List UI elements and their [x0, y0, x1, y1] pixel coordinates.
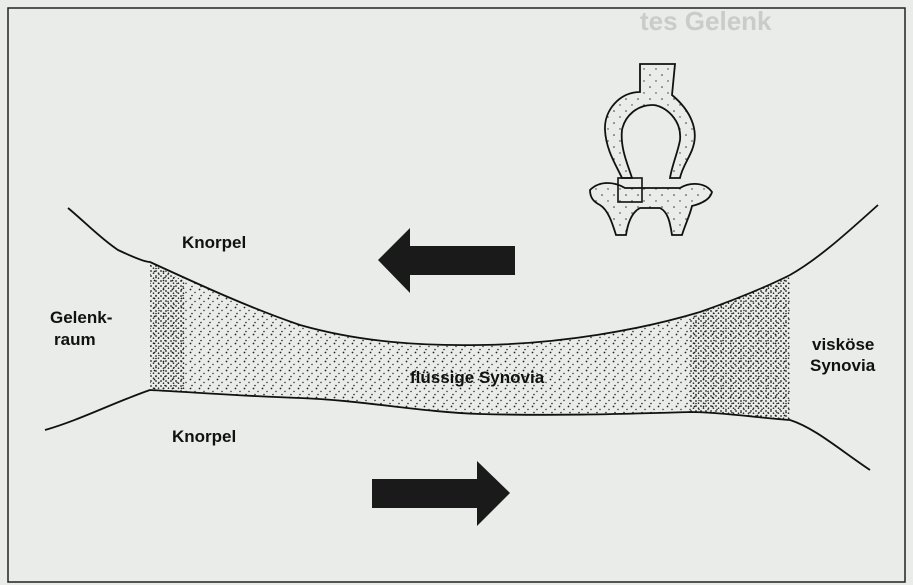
label-fluid-synovia: flüssige Synovia — [410, 368, 545, 387]
header-fragment: tes Gelenk — [640, 6, 772, 36]
label-top-cartilage: Knorpel — [182, 233, 246, 252]
label-viscous-synovia-line2: Synovia — [810, 356, 876, 375]
label-bottom-cartilage: Knorpel — [172, 427, 236, 446]
label-joint-space-line2: raum — [54, 330, 96, 349]
synovia-dense-left — [150, 262, 185, 392]
label-joint-space-line1: Gelenk- — [50, 308, 112, 327]
label-viscous-synovia-line1: visköse — [812, 335, 874, 354]
